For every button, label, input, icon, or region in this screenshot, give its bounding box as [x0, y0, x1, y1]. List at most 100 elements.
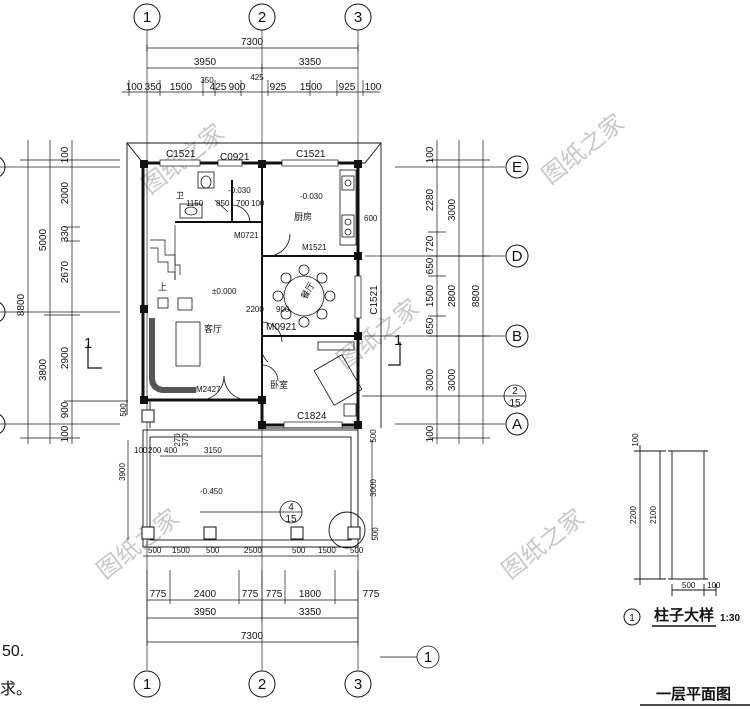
bottom-dimensions: [146, 570, 359, 646]
dim-right: 720: [425, 235, 436, 252]
dim-sub: 100: [126, 82, 143, 93]
axis-bubbles-bottom: 1 2 3: [133, 670, 372, 698]
level-mark: ±0.000: [212, 287, 237, 296]
dim-left: 330: [60, 225, 71, 242]
window-label: C1521: [296, 149, 326, 160]
dim-span: 3350: [299, 57, 322, 68]
dim-sub: 1500: [170, 82, 193, 93]
interior-walls: [175, 163, 358, 400]
columns: [140, 160, 362, 429]
window-label: C0921: [220, 152, 250, 163]
dim-sub: 925: [339, 82, 356, 93]
misc-dim: 100: [134, 446, 148, 455]
porch-dim: 1500: [172, 546, 190, 555]
axis-label: B: [512, 328, 522, 345]
porch-dim: 500: [292, 546, 306, 555]
misc-dim: 850: [216, 199, 230, 208]
detail-dim: 2100: [649, 506, 658, 524]
staircase: [150, 225, 181, 280]
porch-columns: [141, 409, 361, 540]
index-number: 2: [512, 386, 518, 397]
axis-label: 2: [258, 9, 266, 26]
dim-total-top: 7300: [241, 37, 264, 48]
axis-bubbles-top: 1 2 3: [133, 3, 372, 31]
dim-span: 3950: [194, 57, 217, 68]
index-sheet: 15: [509, 398, 521, 409]
dim-right: 650: [425, 317, 436, 334]
watermark-text: 图纸之家: [536, 109, 629, 190]
dim-left: 900: [60, 401, 71, 418]
detail-number-circle: [623, 608, 641, 626]
axis-label: 1: [143, 676, 151, 693]
drawing-title: 一层平面图: [656, 685, 731, 703]
axis-label: D: [512, 248, 523, 265]
dim-sub: 775: [242, 589, 259, 600]
dim-sub: 775: [266, 589, 283, 600]
note-scale: 50.: [2, 643, 24, 660]
left-dimensions: [20, 140, 128, 444]
misc-dim: 400: [164, 446, 178, 455]
index-marks: [200, 384, 527, 669]
doors: [199, 204, 291, 401]
bedroom-furniture: [313, 341, 363, 417]
misc-dim: 700: [236, 199, 250, 208]
dim-sub: 425: [250, 73, 264, 82]
windows: [159, 159, 362, 429]
porch-dim: 1500: [318, 546, 336, 555]
room-label-bedroom: 卧室: [270, 379, 288, 391]
detail-title: 柱子大样: [654, 606, 714, 624]
porch-side-dim: 500: [119, 403, 128, 417]
dim-right: 3000: [447, 198, 458, 221]
dim-sub: 350: [145, 82, 162, 93]
right-dimensions: [428, 140, 490, 444]
dim-right: 1500: [425, 284, 436, 307]
index-number: 1: [424, 649, 432, 666]
dim-total-right: 8800: [471, 284, 482, 307]
porch-side-dim: 3000: [369, 479, 378, 497]
axis-label: 2: [258, 676, 266, 693]
dim-right: 3000: [447, 368, 458, 391]
dim-right: 2800: [447, 284, 458, 307]
porch-side-dim: 500: [369, 429, 378, 443]
index-sheet: 15: [285, 514, 297, 525]
dim-sub: 900: [229, 82, 246, 93]
door-label: M1521: [302, 243, 327, 252]
dim-right: 100: [425, 425, 436, 442]
dim-right: 650: [425, 257, 436, 274]
detail-scale: 1:30: [720, 613, 740, 624]
room-label-dining: 餐厅: [298, 280, 317, 302]
dim-left: 2670: [60, 260, 71, 283]
dim-total-left: 8800: [16, 293, 27, 316]
watermark-text: 图纸之家: [496, 504, 589, 585]
misc-dim: 900: [276, 305, 290, 314]
dim-right: 100: [425, 146, 436, 163]
misc-dim: 1150: [186, 199, 204, 208]
door-label: M2427: [196, 385, 221, 394]
misc-dim: 370: [181, 433, 190, 447]
porch: [142, 400, 366, 549]
door-label: M0921: [266, 322, 297, 333]
axis-bubbles-right: E D B A: [505, 155, 529, 436]
door-label: M0721: [234, 231, 259, 240]
column-detail: [634, 445, 717, 627]
detail-dim: 500: [682, 581, 696, 590]
dim-left: 2900: [60, 346, 71, 369]
window-label: C1521: [166, 149, 196, 160]
room-label-toilet: 卫: [176, 191, 184, 200]
room-label-living: 客厅: [204, 323, 222, 335]
dim-sub: 2400: [194, 589, 217, 600]
detail-dim: 2200: [629, 506, 638, 524]
dim-span: 3950: [194, 607, 217, 618]
misc-dim: 270: [173, 433, 182, 447]
misc-dim: 200: [148, 446, 162, 455]
dim-sub: 425: [210, 82, 227, 93]
room-label-stair: 上: [158, 282, 167, 293]
misc-dim: 600: [364, 214, 378, 223]
porch-dim: 500: [206, 546, 220, 555]
axis-label: A: [512, 416, 522, 433]
axis-bubbles-left: E F A: [0, 157, 6, 434]
dim-sub: 775: [363, 589, 380, 600]
misc-dim: 2200: [246, 305, 264, 314]
dim-right: 2280: [425, 188, 436, 211]
